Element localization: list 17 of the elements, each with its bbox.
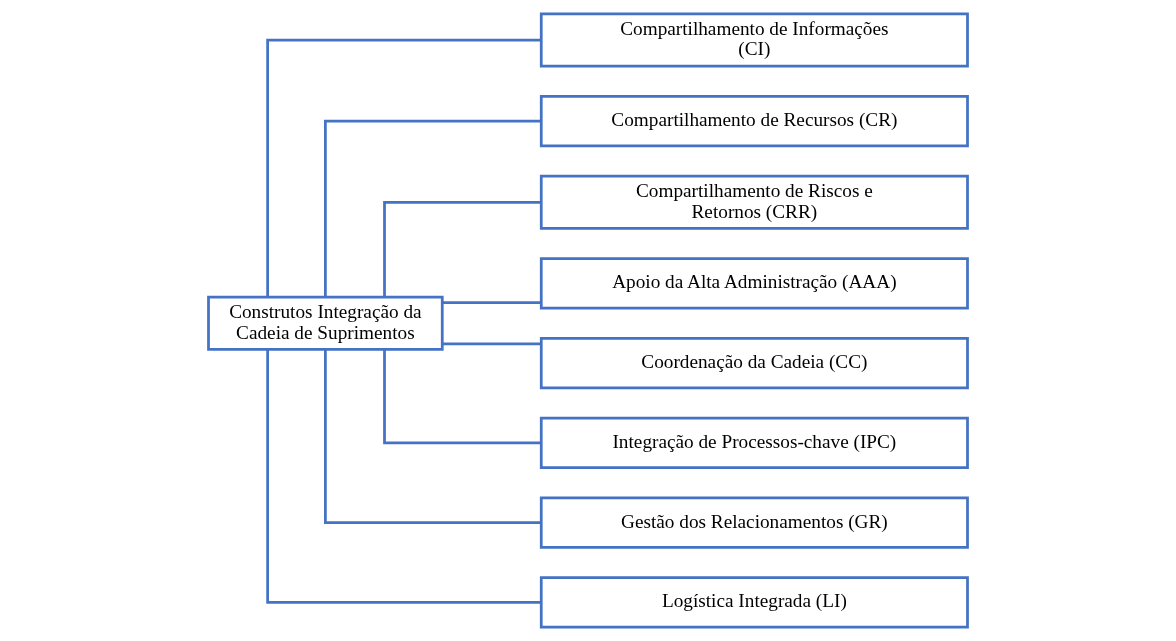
- connector: [266, 38, 542, 298]
- node-box: Compartilhamento de Recursos (CR): [539, 95, 969, 148]
- connector: [324, 349, 542, 524]
- node-box: Integração de Processos-chave (IPC): [539, 416, 969, 469]
- node-box: Coordenação da Cadeia (CC): [539, 337, 969, 390]
- connector: [266, 349, 542, 604]
- node-box: Apoio da Alta Administração (AAA): [539, 257, 969, 310]
- node-box: Gestão dos Relacionamentos (GR): [539, 496, 969, 549]
- node-box: Construtos Integração da Cadeia de Suprimentos: [207, 295, 444, 351]
- node-box: Compartilhamento de Informações (CI): [539, 12, 969, 68]
- connector: [383, 200, 541, 297]
- node-box: Logística Integrada (LI): [539, 576, 969, 629]
- connector: [324, 119, 542, 297]
- connector: [442, 301, 542, 304]
- node-box: Compartilhamento de Riscos e Retornos (CRR): [539, 174, 969, 230]
- connector: [442, 342, 542, 346]
- connector: [383, 349, 541, 445]
